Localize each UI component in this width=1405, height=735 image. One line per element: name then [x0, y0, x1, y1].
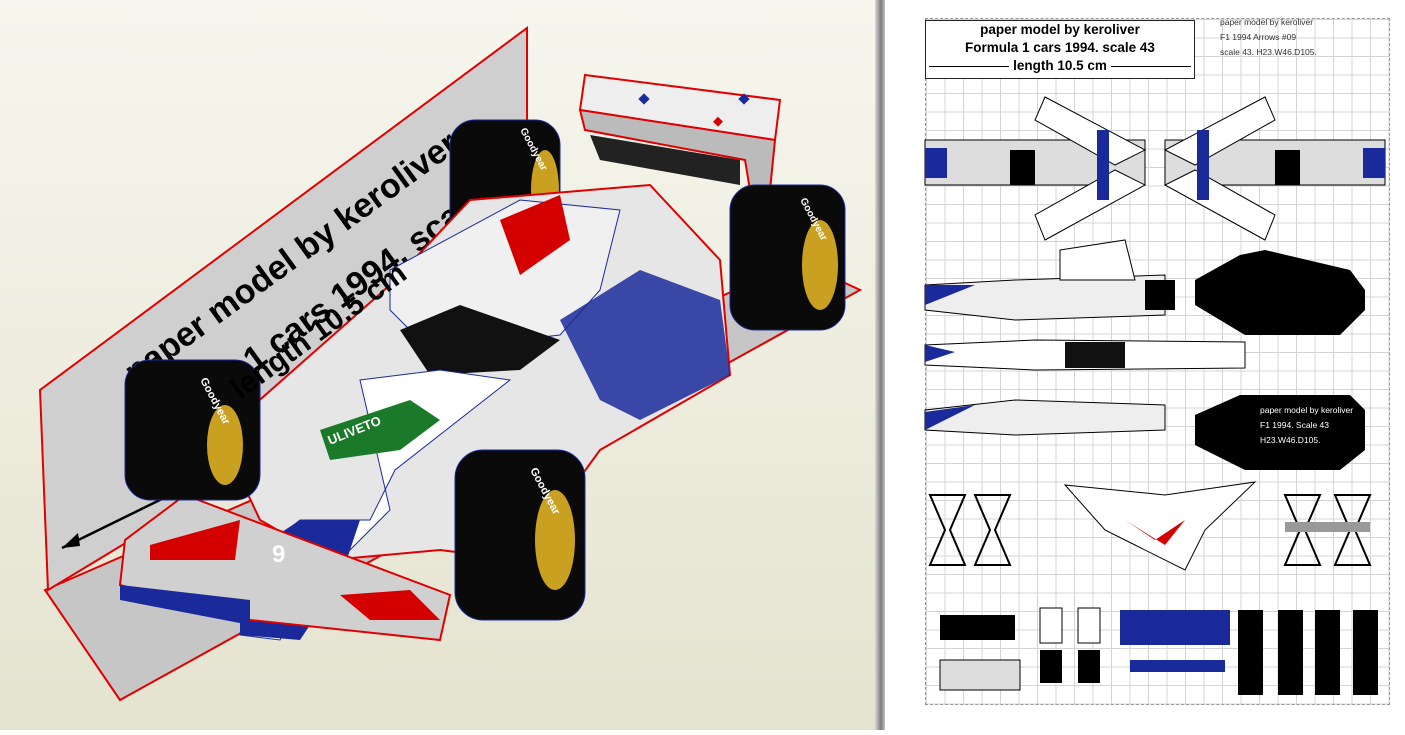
title-box: paper model by keroliver Formula 1 cars … — [925, 20, 1195, 79]
car-number: 9 — [272, 541, 285, 568]
front-wing — [118, 493, 452, 642]
title-line-1: paper model by keroliver — [980, 22, 1140, 37]
title-line-3: length 10.5 cm — [1013, 58, 1107, 73]
pane-splitter[interactable] — [875, 0, 885, 730]
tire-front-right — [454, 449, 586, 621]
tire-rear-right — [729, 184, 846, 331]
2d-pattern-pane[interactable]: paper model by keroliver Formula 1 cars … — [885, 0, 1405, 730]
arrow-head — [62, 533, 80, 548]
pattern-parts — [924, 96, 1386, 695]
3d-view-pane[interactable]: paper model by keroliver Formula 1 cars … — [0, 0, 875, 730]
3d-model-canvas[interactable]: paper model by keroliver Formula 1 cars … — [0, 0, 875, 730]
title-line-2: Formula 1 cars 1994. scale 43 — [965, 40, 1155, 55]
rear-wing — [578, 73, 782, 191]
length-arrow — [61, 493, 171, 550]
tire-front-left — [124, 359, 261, 501]
